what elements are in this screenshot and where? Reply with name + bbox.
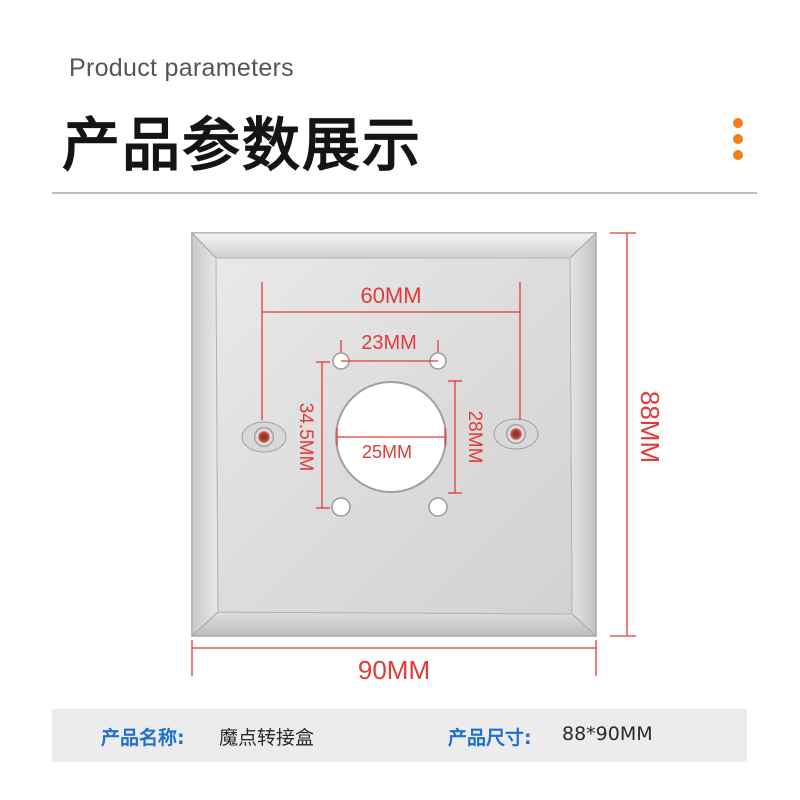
product-size-value: 88*90MM [562, 723, 653, 745]
dimension-lines [191, 232, 636, 676]
dim-28mm: 28MM [464, 411, 485, 464]
menu-dot [733, 118, 743, 128]
dim-23mm: 23MM [361, 332, 417, 354]
metal-box [190, 231, 598, 638]
dim-34-5mm: 34.5MM [295, 403, 316, 472]
product-name-label: 产品名称: [101, 727, 185, 749]
screw-right-icon [493, 418, 539, 450]
menu-dot [733, 150, 743, 160]
page-title: 产品参数展示 [62, 111, 423, 179]
more-menu-icon[interactable] [732, 118, 744, 162]
dim-90mm: 90MM [358, 655, 430, 685]
mounting-hole [331, 497, 351, 517]
product-size-label: 产品尺寸: [448, 727, 532, 749]
screw-left-icon [241, 421, 287, 453]
dim-88mm: 88MM [635, 391, 665, 463]
product-info-bar: 产品名称: 魔点转接盒 产品尺寸: 88*90MM [52, 709, 747, 762]
mounting-hole [428, 497, 448, 517]
dim-25mm: 25MM [362, 442, 412, 462]
menu-dot [733, 134, 743, 144]
product-name-value: 魔点转接盒 [219, 727, 315, 749]
header-divider [52, 192, 757, 194]
page-subtitle: Product parameters [69, 54, 294, 82]
dim-60mm: 60MM [360, 283, 421, 308]
